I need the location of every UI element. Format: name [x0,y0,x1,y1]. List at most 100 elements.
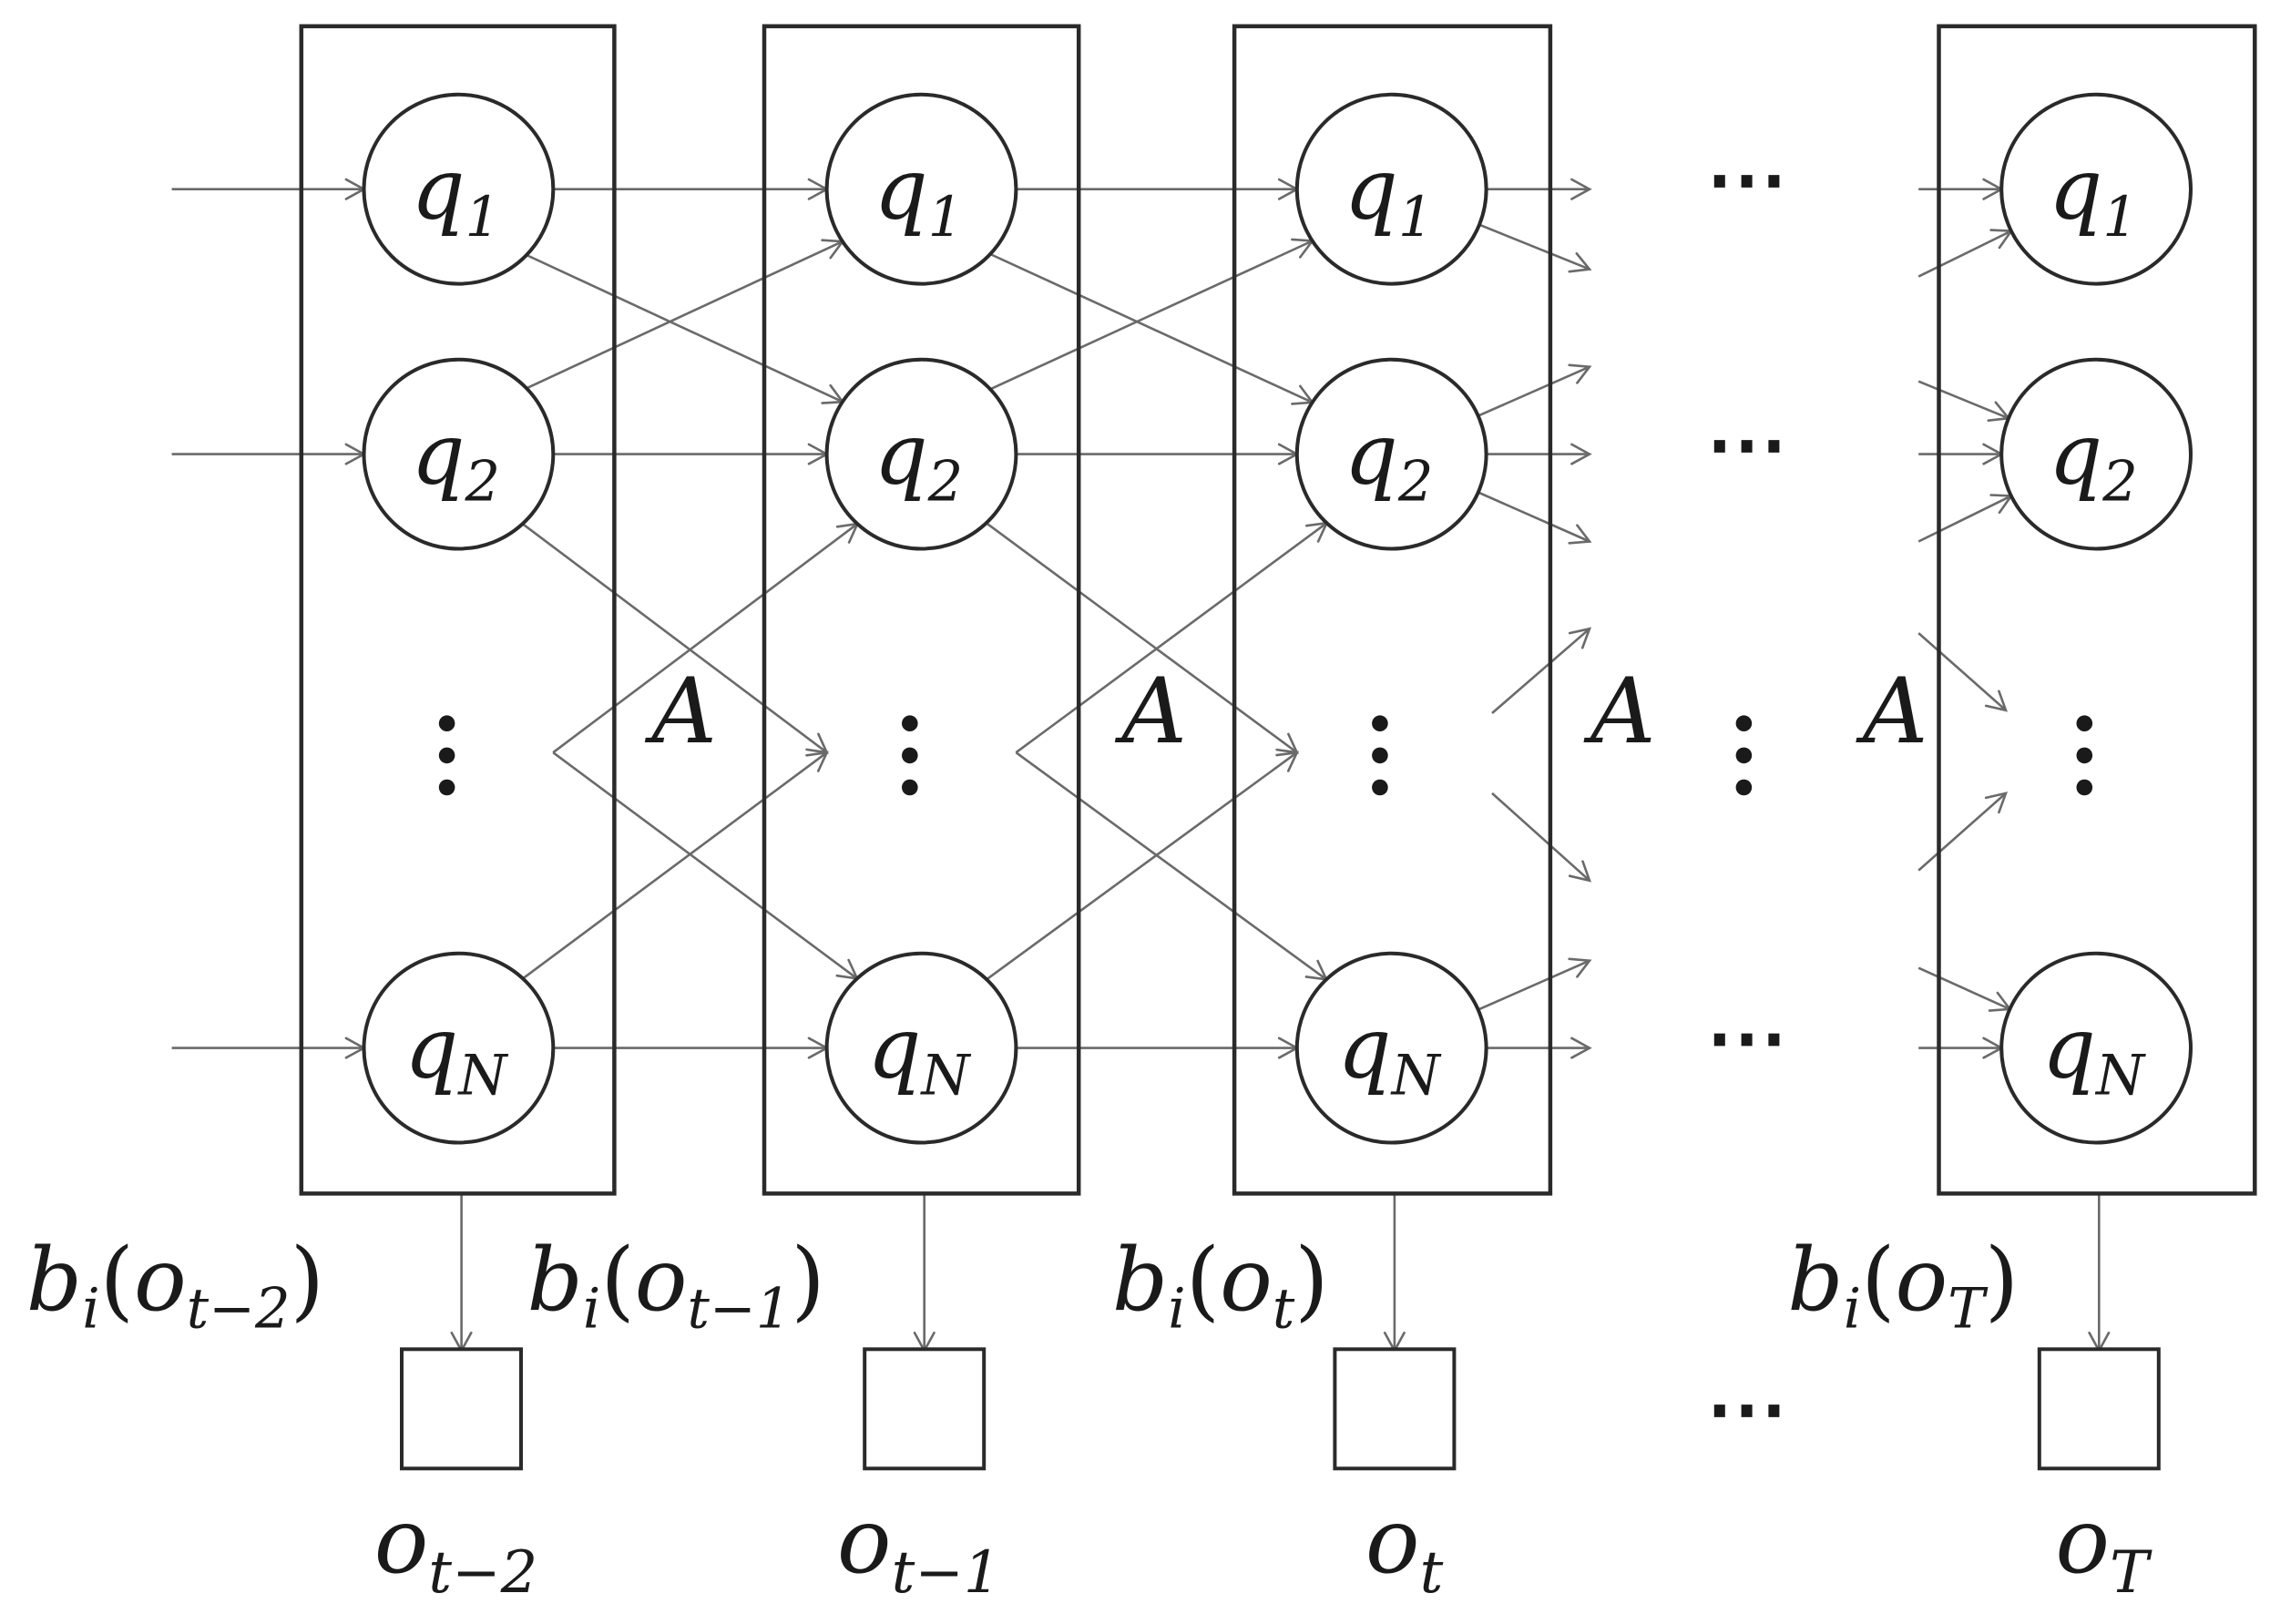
emission-paren-open: ( [1861,1229,1895,1331]
initial-arrow-3 [171,1037,367,1059]
emission-paren-open: ( [1186,1229,1220,1331]
state-label-sub: N [2094,1045,2146,1108]
state-label: q2 [2049,405,2138,515]
state-node-q2 [1999,357,2193,551]
emission-paren-close: ) [291,1229,324,1331]
outgoing-stub-dots-up-line [1491,628,1590,714]
state-label-sub: 1 [2102,186,2138,250]
outgoing-stub-3-0 [1478,957,1592,1011]
transition-1-x-0-line [989,252,1314,403]
horizontal-ellipsis: ⋯ [1706,990,1788,1086]
emission-base: b [1787,1229,1843,1331]
state-column-box [299,24,617,1196]
emission-label: bi(ot−2) [26,1229,324,1341]
vertical-ellipsis-dot [902,779,918,796]
incoming-stub-2-1 [1918,443,2005,465]
transition-0-h-3 [553,1037,830,1059]
state-label: qN [404,999,508,1108]
emission-label: bi(ot) [1112,1229,1329,1341]
state-label-sub: N [1390,1045,1442,1108]
observation-base: o [837,1489,892,1594]
outgoing-stub-dots-up [1491,627,1592,714]
state-label-sub: 1 [928,186,964,250]
vertical-ellipsis-dot [1735,747,1753,764]
emission-arrow-1 [450,1193,473,1353]
transition-1-h-3 [1016,1037,1300,1059]
vertical-ellipsis-dot [1372,747,1388,764]
vertical-ellipsis-dot [438,747,455,764]
state-label: qN [2042,999,2146,1108]
observation-label: ot−1 [837,1489,1001,1607]
vertical-ellipsis-dot [2076,715,2093,731]
emission-sub: i [1844,1277,1861,1341]
state-node-q2 [824,357,1018,551]
initial-arrow-1 [171,178,367,200]
transition-0-x-3-line [552,523,859,754]
transition-0-x-7-head [805,751,829,772]
state-label-base: q [874,140,927,239]
state-label-sub: N [919,1045,971,1108]
state-label-base: q [2049,140,2102,239]
transition-0-x-7-line [522,751,828,980]
state-label-base: q [1337,999,1391,1098]
observation-sub: T [2110,1539,2152,1607]
time-columns: q1q2qNbi(ot−2)ot−2q1q2qNbi(ot−1)ot−1q1q2… [26,24,2257,1607]
vertical-ellipsis-dot [1372,779,1388,796]
observation-box [1333,1347,1457,1471]
observation-sub: t−1 [892,1539,1001,1607]
transition-0-h-1 [553,178,830,200]
transition-0-x-6-line [552,751,858,980]
state-column-box [762,24,1081,1196]
vertical-ellipsis-dot [438,779,455,796]
emission-arg-sub: T [1948,1277,1989,1341]
emission-arrow-3 [1383,1193,1406,1353]
observation-base: o [374,1489,429,1594]
emission-base: b [527,1229,583,1331]
transition-0-x-0-line [526,253,844,403]
incoming-stub-3-1 [1918,1037,2005,1059]
observation-box [863,1347,987,1471]
transition-1-x-6 [1015,751,1329,981]
vertical-ellipsis-dot [902,747,918,764]
outgoing-stub-2-0 [1478,363,1592,417]
emission-arg-sub: t−1 [687,1277,791,1341]
state-label: q1 [411,140,500,250]
outgoing-stub-2-2-head [1568,524,1592,545]
state-label: q1 [2049,140,2138,250]
incoming-stub-dots-down-head [1984,689,2009,712]
outgoing-stub-3-1 [1486,1037,1592,1059]
incoming-stub-1-0 [1918,178,2005,200]
emission-arg-base: o [1220,1229,1273,1331]
outgoing-stub-1-1-head [1568,252,1592,273]
incoming-stub-dots-up-line [1917,792,2007,872]
state-label: q1 [1345,140,1434,250]
vertical-ellipsis-dot [902,715,918,731]
incoming-stub-1-1 [1917,229,2014,278]
state-node-qN [824,951,1018,1145]
incoming-stub-dots-down-line [1917,632,2007,711]
state-label-sub: 2 [927,451,964,515]
transition-0-h-2 [553,443,830,465]
transition-matrix-label: A [644,659,717,764]
outgoing-stub-2-2-line [1478,491,1590,543]
incoming-stub-dots-up [1917,792,2009,872]
vertical-ellipsis-dot [2076,747,2093,764]
state-node-q1 [1999,92,2193,286]
transition-0-x-0 [526,253,845,404]
observation-label: ot−2 [374,1489,538,1607]
outgoing-stub-1-0 [1486,178,1592,200]
outgoing-stub-1-1 [1478,223,1592,273]
state-label: q1 [874,140,963,250]
transition-1-h-2 [1016,443,1300,465]
state-node-qN [1294,951,1488,1145]
state-node-q1 [362,92,556,286]
state-label-base: q [2042,999,2096,1098]
outgoing-stub-1-0-head [1570,178,1592,200]
incoming-stub-dots-down [1917,632,2009,712]
transition-1-x-2-line [985,522,1298,754]
outgoing-stub-dots-down [1491,792,1592,883]
